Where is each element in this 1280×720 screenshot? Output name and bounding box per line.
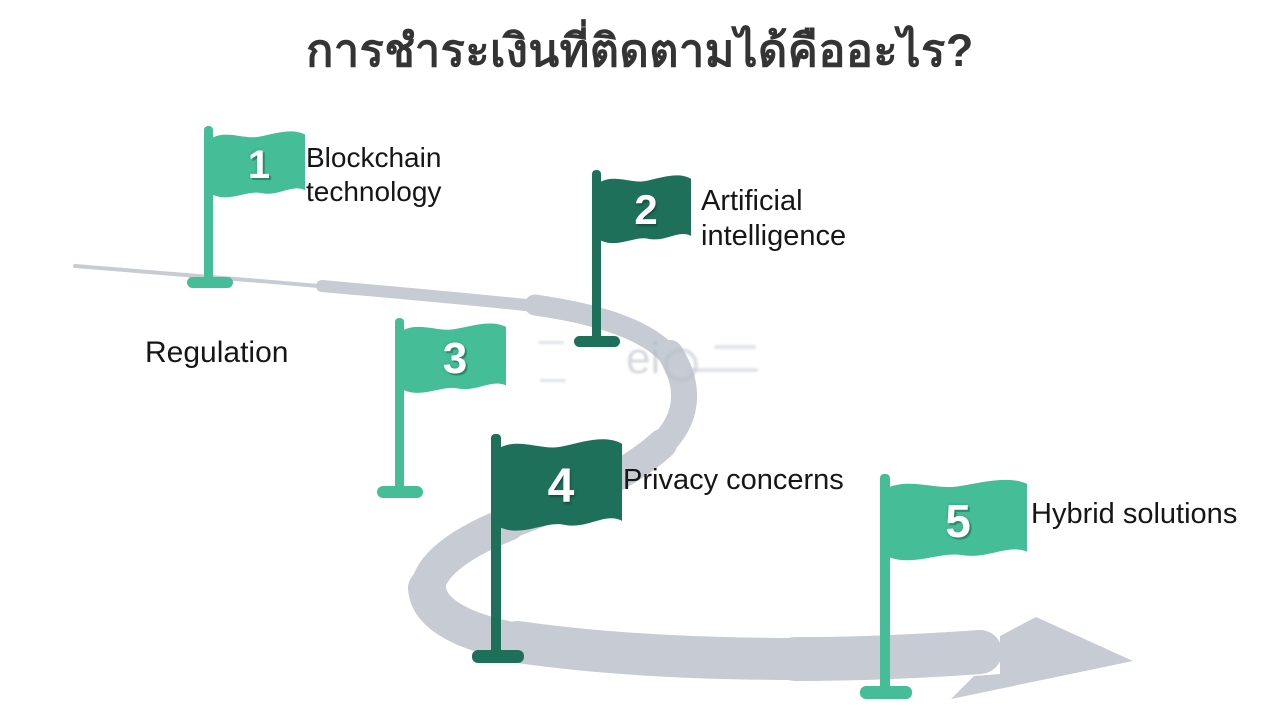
flag-icon	[500, 439, 622, 531]
flag-icon	[404, 323, 506, 393]
flag-pole	[395, 318, 404, 492]
flag-base	[187, 277, 233, 288]
flag-base	[377, 486, 423, 498]
flag-number: 1	[247, 142, 271, 187]
road-segment	[773, 630, 1002, 681]
flag-label-regulation: Regulation	[145, 336, 289, 369]
flag-label-ai: Artificial intelligence	[701, 185, 847, 253]
flag-icon	[889, 479, 1027, 561]
watermark: ei	[626, 334, 661, 383]
flag-label-blockchain: Blockchain technology	[306, 142, 442, 208]
road-segment	[316, 280, 551, 313]
flag-pole	[204, 126, 213, 282]
flag-icon	[601, 175, 691, 244]
flag-pole	[491, 434, 501, 656]
watermark-smudge	[714, 345, 756, 349]
flag-number: 5	[945, 495, 971, 547]
flag-number: 2	[634, 186, 658, 233]
flag-base	[860, 686, 912, 699]
flag-pole	[880, 474, 890, 694]
flag-label-hybrid: Hybrid solutions	[1031, 498, 1238, 530]
flag-number: 4	[547, 459, 575, 513]
page-title: การชำระเงินที่ติดตามได้คืออะไร?	[306, 25, 974, 76]
watermark-smudge	[540, 379, 566, 382]
watermark-smudge	[538, 341, 564, 344]
flag-label-privacy: Privacy concerns	[623, 464, 844, 496]
watermark-smudge	[688, 368, 758, 372]
flag-icon	[213, 131, 305, 198]
watermark-circle	[664, 348, 698, 382]
road-arrowhead-icon	[951, 617, 1133, 699]
flag-base	[472, 650, 524, 663]
flag-pole	[592, 170, 601, 342]
road-segment	[497, 621, 826, 680]
flag-number: 3	[442, 334, 468, 383]
flag-base	[574, 336, 620, 347]
